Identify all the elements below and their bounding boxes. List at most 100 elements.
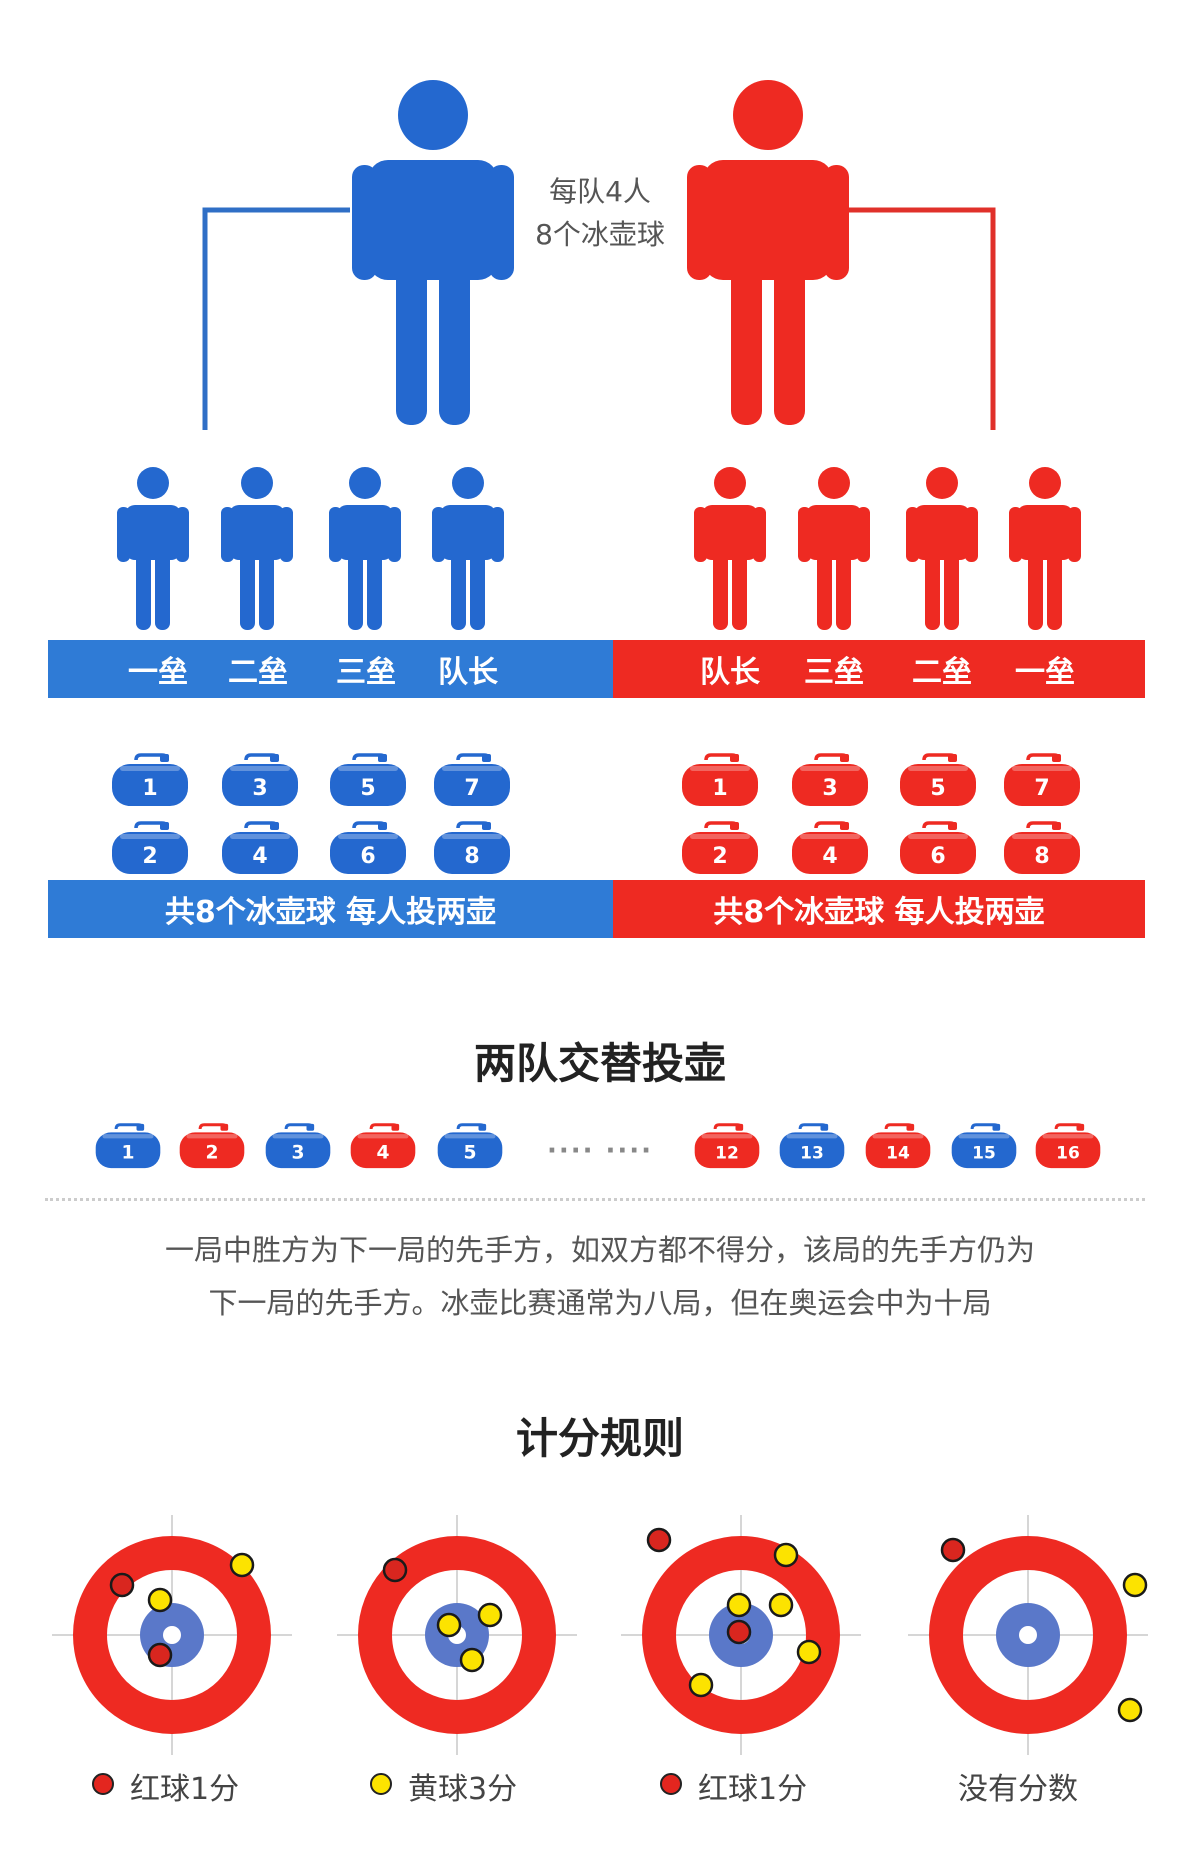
red-position-2: 三垒 [804, 655, 864, 690]
blue-stone-5-number: 5 [360, 776, 375, 801]
alt-stone-1: 1 [95, 1123, 161, 1169]
blue-positions-bar: 一垒 二垒 三垒 队长 [48, 640, 613, 698]
red-stone-1: 1 [682, 753, 758, 806]
scoring-label-4: 没有分数 [958, 1772, 1078, 1807]
blue-stone-3-number: 3 [252, 776, 267, 801]
blue-position-1: 一垒 [128, 655, 188, 690]
red-captain-person-icon [687, 80, 849, 425]
alt-stone-3-number: 3 [291, 1143, 304, 1164]
scoring-target-2 [337, 1515, 577, 1755]
red-stone-7: 7 [1004, 753, 1080, 806]
alt-stone-16: 16 [1035, 1123, 1101, 1169]
blue-stone-7: 7 [434, 753, 510, 806]
blue-stone-3: 3 [222, 753, 298, 806]
red-positions-bar: 队长 三垒 二垒 一垒 [613, 640, 1145, 698]
red-stone-5: 5 [900, 753, 976, 806]
red-stone-4: 4 [792, 821, 868, 874]
blue-stones-footer-text: 共8个冰壶球 每人投两壶 [164, 895, 497, 930]
yellow-stone-marker [768, 1592, 794, 1618]
alternate-desc-line2: 下一局的先手方。冰壶比赛通常为八局，但在奥运会中为十局 [208, 1286, 992, 1320]
scoring-targets-graphic [52, 1515, 1148, 1755]
red-stone-legend-icon [92, 1773, 114, 1795]
blue-stone-2-number: 2 [142, 844, 157, 869]
yellow-stone-marker [726, 1592, 752, 1618]
alt-stone-13: 13 [779, 1123, 845, 1169]
alt-stone-12-number: 12 [715, 1144, 739, 1164]
yellow-stone-marker [436, 1612, 462, 1638]
blue-stone-8: 8 [434, 821, 510, 874]
alternate-desc-line1: 一局中胜方为下一局的先手方，如双方都不得分，该局的先手方仍为 [164, 1233, 1035, 1267]
red-stone-marker [147, 1642, 173, 1668]
red-player-4-icon [1009, 467, 1081, 630]
blue-player-2-icon [221, 467, 293, 630]
red-stone-6-number: 6 [930, 844, 945, 869]
team-size-line1: 每队4人 [549, 175, 651, 208]
red-stone-legend-icon [660, 1773, 682, 1795]
red-stones-footer-text: 共8个冰壶球 每人投两壶 [713, 895, 1045, 930]
blue-stone-6: 6 [330, 821, 406, 874]
team-hierarchy-graphic [202, 80, 996, 430]
scoring-target-4 [908, 1515, 1148, 1755]
alternate-title: 两队交替投壶 [473, 1039, 726, 1088]
team-size-line2: 8个冰壶球 [535, 218, 665, 251]
yellow-stone-marker [229, 1552, 255, 1578]
blue-player-4-icon [432, 467, 504, 630]
blue-stone-6-number: 6 [360, 844, 375, 869]
scoring-legend-1: 红球1分 [92, 1760, 292, 1810]
red-stone-marker [940, 1537, 966, 1563]
blue-connector-line [202, 207, 350, 430]
blue-stones-footer: 共8个冰壶球 每人投两壶 [48, 880, 613, 938]
red-stone-2: 2 [682, 821, 758, 874]
blue-stone-1: 1 [112, 753, 188, 806]
alt-stone-14: 14 [865, 1123, 931, 1169]
alt-stone-13-number: 13 [800, 1144, 824, 1164]
red-stones-footer: 共8个冰壶球 每人投两壶 [613, 880, 1145, 938]
alt-stone-2: 2 [179, 1123, 245, 1169]
alt-stone-15: 15 [951, 1123, 1017, 1169]
red-position-3: 二垒 [912, 655, 972, 690]
red-stone-3: 3 [792, 753, 868, 806]
red-stone-8: 8 [1004, 821, 1080, 874]
yellow-stone-marker [477, 1602, 503, 1628]
alt-stone-5-number: 5 [463, 1143, 476, 1164]
red-stone-5-number: 5 [930, 776, 945, 801]
red-stone-6: 6 [900, 821, 976, 874]
red-stone-7-number: 7 [1034, 776, 1049, 801]
blue-stone-4-number: 4 [252, 844, 267, 869]
red-stone-4-number: 4 [822, 844, 837, 869]
yellow-stone-marker [147, 1587, 173, 1613]
blue-player-1-icon [117, 467, 189, 630]
yellow-stone-marker [459, 1647, 485, 1673]
yellow-stone-marker [688, 1672, 714, 1698]
alt-stone-3: 3 [265, 1123, 331, 1169]
red-stone-marker [646, 1527, 672, 1553]
players-row [117, 467, 1081, 630]
blue-stone-1-number: 1 [142, 776, 157, 801]
red-stone-8-number: 8 [1034, 844, 1049, 869]
scoring-label-3: 红球1分 [698, 1772, 808, 1807]
red-stone-2-number: 2 [712, 844, 727, 869]
blue-position-4: 队长 [438, 655, 498, 690]
alt-stone-14-number: 14 [886, 1144, 910, 1164]
scoring-label-2: 黄球3分 [408, 1772, 518, 1807]
scoring-legend-3: 红球1分 [660, 1760, 860, 1810]
red-connector-line [842, 207, 996, 430]
alt-stone-16-number: 16 [1056, 1144, 1080, 1164]
alt-stone-12: 12 [694, 1123, 760, 1169]
red-player-3-icon [906, 467, 978, 630]
blue-stone-8-number: 8 [464, 844, 479, 869]
red-stone-3-number: 3 [822, 776, 837, 801]
dotted-divider [45, 1198, 1145, 1201]
alt-stone-15-number: 15 [972, 1144, 996, 1164]
blue-stone-2: 2 [112, 821, 188, 874]
red-stone-marker [382, 1557, 408, 1583]
red-player-2-icon [798, 467, 870, 630]
blue-player-3-icon [329, 467, 401, 630]
red-position-1: 队长 [700, 655, 760, 690]
red-stone-1-number: 1 [712, 776, 727, 801]
alt-stone-5: 5 [437, 1123, 503, 1169]
red-stone-marker [726, 1619, 752, 1645]
alternate-ellipsis: ···· ···· [546, 1136, 654, 1166]
blue-stone-7-number: 7 [464, 776, 479, 801]
